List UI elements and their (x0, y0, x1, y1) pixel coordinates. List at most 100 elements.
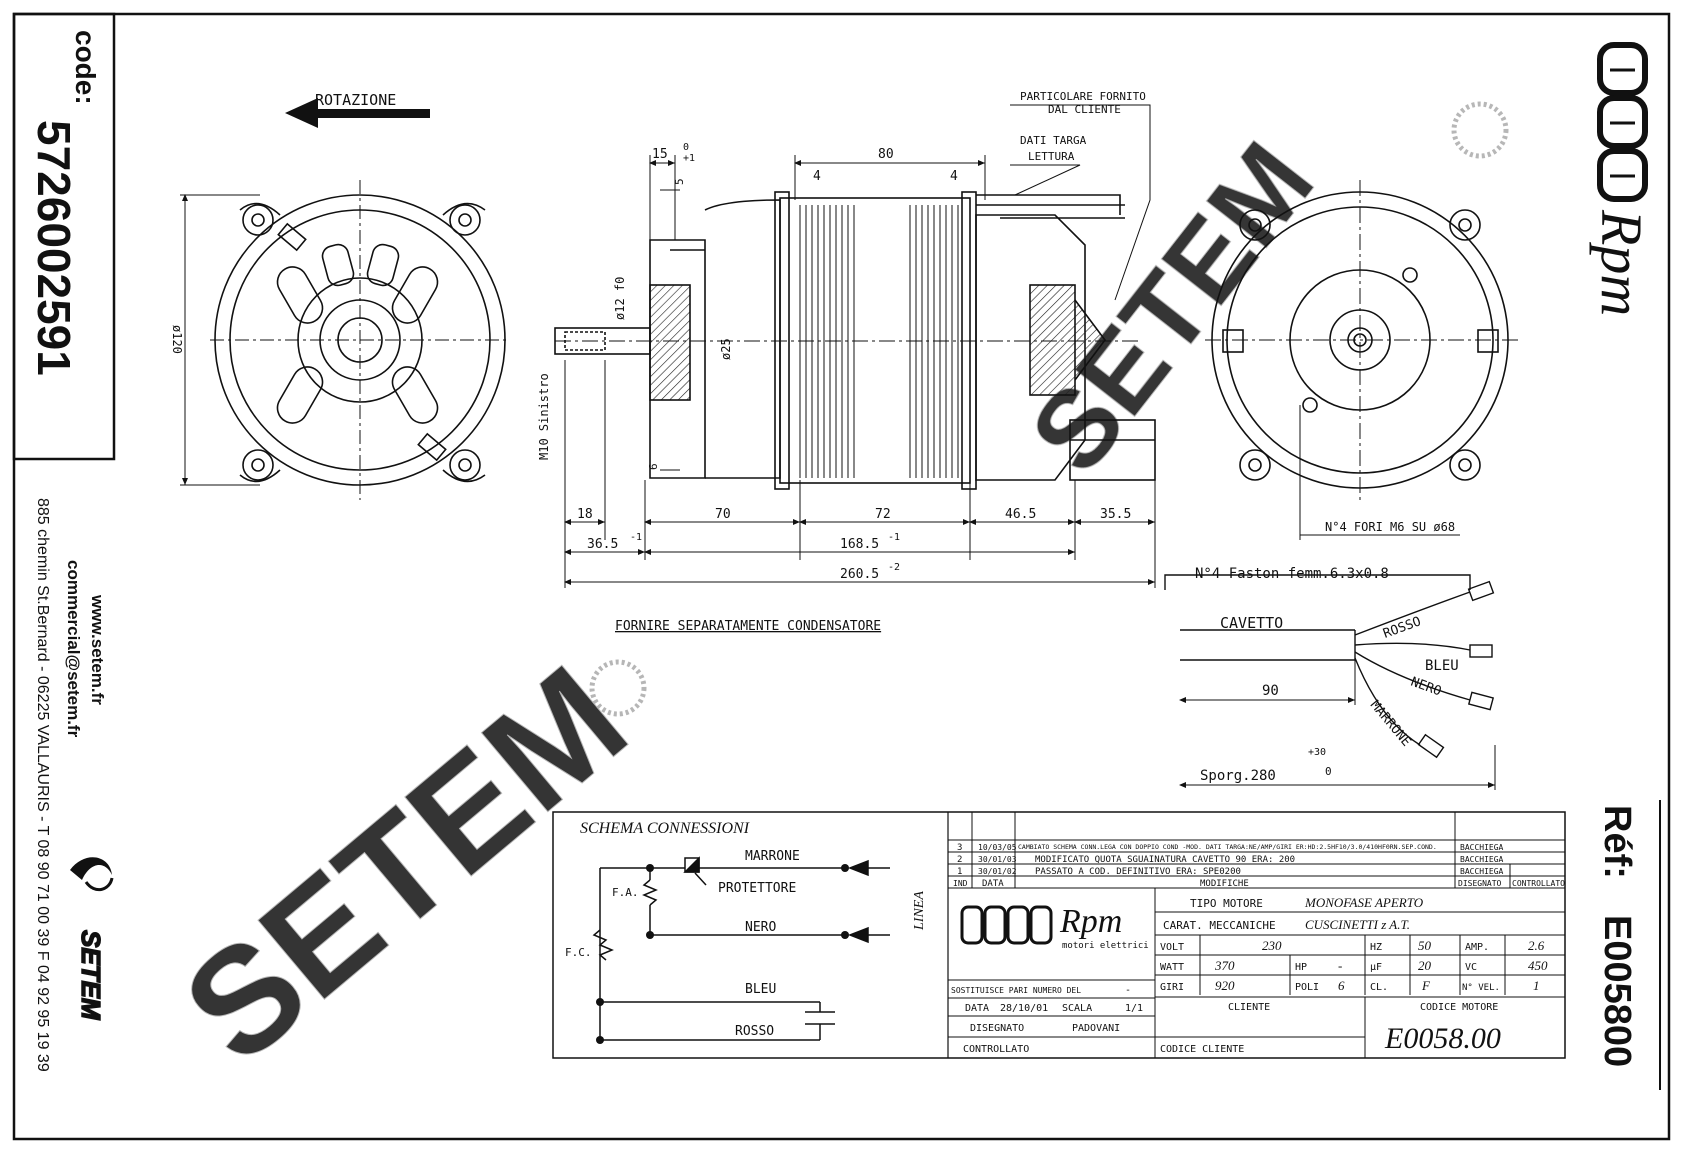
hp-value: - (1338, 958, 1342, 973)
thread-label: M10 Sinistro (537, 373, 551, 460)
codice-cliente-label: CODICE CLIENTE (1160, 1044, 1244, 1055)
rev-1-date: 30/01/02 (978, 867, 1017, 876)
dim-4b: 4 (950, 169, 958, 184)
schema-protettore: PROTETTORE (718, 881, 796, 896)
tipo-value: MONOFASE APERTO (1304, 895, 1424, 910)
cl-label: CL. (1370, 982, 1388, 993)
codice-motore-value: E0058.00 (1384, 1022, 1501, 1055)
dim-35-5: 35.5 (1100, 507, 1131, 522)
holes-label: N°4 FORI M6 SU ø68 (1325, 520, 1455, 534)
dim-4a: 4 (813, 169, 821, 184)
data-value: 28/10/01 (1000, 1003, 1048, 1014)
amp-value: 2.6 (1528, 938, 1545, 953)
title-logo (960, 905, 1053, 945)
left-sidebar: code: 5726002591 www.setem.fr commercial… (12, 12, 116, 1072)
wire-marrone: MARRONE (1367, 698, 1414, 750)
rev-3-desc: CAMBIATO SCHEMA CONN.LEGA CON DOPPIO CON… (1018, 843, 1437, 851)
nvel-label: N° VEL. (1462, 983, 1500, 993)
dim-36-5-tol: -1 (630, 532, 642, 543)
watt-label: WATT (1160, 962, 1184, 973)
rev-head-drawn: DISEGNATO (1458, 879, 1502, 888)
volt-label: VOLT (1160, 942, 1184, 953)
poli-label: POLI (1295, 982, 1319, 993)
carat-label: CARAT. MECCANICHE (1163, 919, 1276, 932)
dim-d25: ø25 (719, 338, 733, 360)
code-value: 5726002591 (28, 120, 80, 376)
dim-6: 6 (647, 463, 660, 470)
dim-d12: ø12 f0 (613, 277, 627, 320)
supplied-part-line2: DAL CLIENTE (1048, 103, 1121, 116)
schema-nero: NERO (745, 920, 776, 935)
wire-rosso: ROSSO (1381, 614, 1423, 642)
website: www.setem.fr (88, 594, 107, 705)
dim-d120: ø120 (170, 325, 184, 354)
rev-head-date: DATA (982, 879, 1004, 889)
rev-3-date: 10/03/05 (978, 843, 1017, 852)
volt-value: 230 (1262, 938, 1282, 953)
nvel-value: 1 (1533, 978, 1540, 993)
rpm-logo-coils (1597, 42, 1648, 202)
tipo-label: TIPO MOTORE (1190, 897, 1263, 910)
connection-schema (592, 856, 890, 1041)
capacitor-note: FORNIRE SEPARATAMENTE CONDENSATORE (615, 619, 881, 634)
dim-90: 90 (1262, 683, 1279, 699)
dim-15: 15 (652, 147, 668, 162)
sostituisce-label: SOSTITUISCE PARI NUMERO DEL (951, 986, 1081, 995)
rev-2-n: 2 (957, 855, 962, 865)
watermark-small: SETEM (1006, 101, 1509, 495)
vc-label: VC (1465, 962, 1477, 973)
rev-3-by: BACCHIEGA (1460, 843, 1504, 852)
watermark-large: SETEM (152, 633, 657, 1095)
wire-nero: NERO (1409, 675, 1444, 700)
code-box (12, 12, 116, 461)
giri-value: 920 (1215, 978, 1235, 993)
rev-1-desc: PASSATO A COD. DEFINITIVO ERA: SPE0200 (1035, 867, 1241, 877)
sostituisce-value: - (1125, 985, 1131, 996)
supplied-part-line1: PARTICOLARE FORNITO (1020, 90, 1146, 103)
top-dimensions (649, 155, 986, 471)
rev-1-by: BACCHIEGA (1460, 867, 1504, 876)
rev-2-by: BACCHIEGA (1460, 855, 1504, 864)
uf-value: 20 (1418, 958, 1432, 973)
faston-label: N°4 Faston femm.6.3x0.8 (1195, 566, 1389, 582)
stator-laminations (799, 205, 959, 478)
sporg-label: Sporg.280 (1200, 768, 1276, 784)
dim-70: 70 (715, 507, 731, 522)
rear-view (1205, 180, 1520, 540)
dim-80: 80 (878, 147, 894, 162)
schema-fc: F.C. (565, 946, 592, 959)
rotation-label: ROTAZIONE (315, 91, 396, 109)
brand-name: Rpm (1589, 209, 1654, 316)
dim-168-5: 168.5 (840, 537, 879, 552)
schema-nodes (596, 864, 849, 1044)
email: commercial@setem.fr (64, 560, 83, 738)
right-panel: Rpm Réf: E005800 (1589, 42, 1661, 1090)
watt-value: 370 (1214, 958, 1235, 973)
setem-logo-text: SETEM (76, 930, 106, 1021)
setem-logo: SETEM (70, 857, 114, 1022)
rev-head-n: IND (953, 879, 968, 888)
title-logo-text: Rpm (1059, 903, 1122, 940)
sheet-border (12, 12, 1671, 1141)
hz-value: 50 (1418, 938, 1432, 953)
bottom-dimensions (564, 360, 1156, 588)
revision-table (948, 812, 1565, 889)
uf-label: µF (1370, 962, 1382, 973)
callout-leaders (1010, 104, 1151, 301)
disegnato-label: DISEGNATO (970, 1023, 1024, 1034)
dim-15-tol-top: 0 (683, 142, 689, 153)
hz-label: HZ (1370, 942, 1382, 953)
watermark-text: SETEM (153, 634, 657, 1095)
codice-motore-label: CODICE MOTORE (1420, 1002, 1498, 1013)
dim-18: 18 (577, 507, 593, 522)
rev-1-n: 1 (957, 867, 962, 877)
sporg-tol-bot: 0 (1325, 765, 1332, 778)
giri-label: GIRI (1160, 982, 1184, 993)
schema-title: SCHEMA CONNESSIONI (580, 820, 750, 837)
vc-value: 450 (1528, 958, 1548, 973)
poli-value: 6 (1338, 978, 1345, 993)
cable-label: CAVETTO (1220, 614, 1283, 632)
disegnato-value: PADOVANI (1072, 1023, 1120, 1034)
schema-rosso: ROSSO (735, 1024, 774, 1039)
